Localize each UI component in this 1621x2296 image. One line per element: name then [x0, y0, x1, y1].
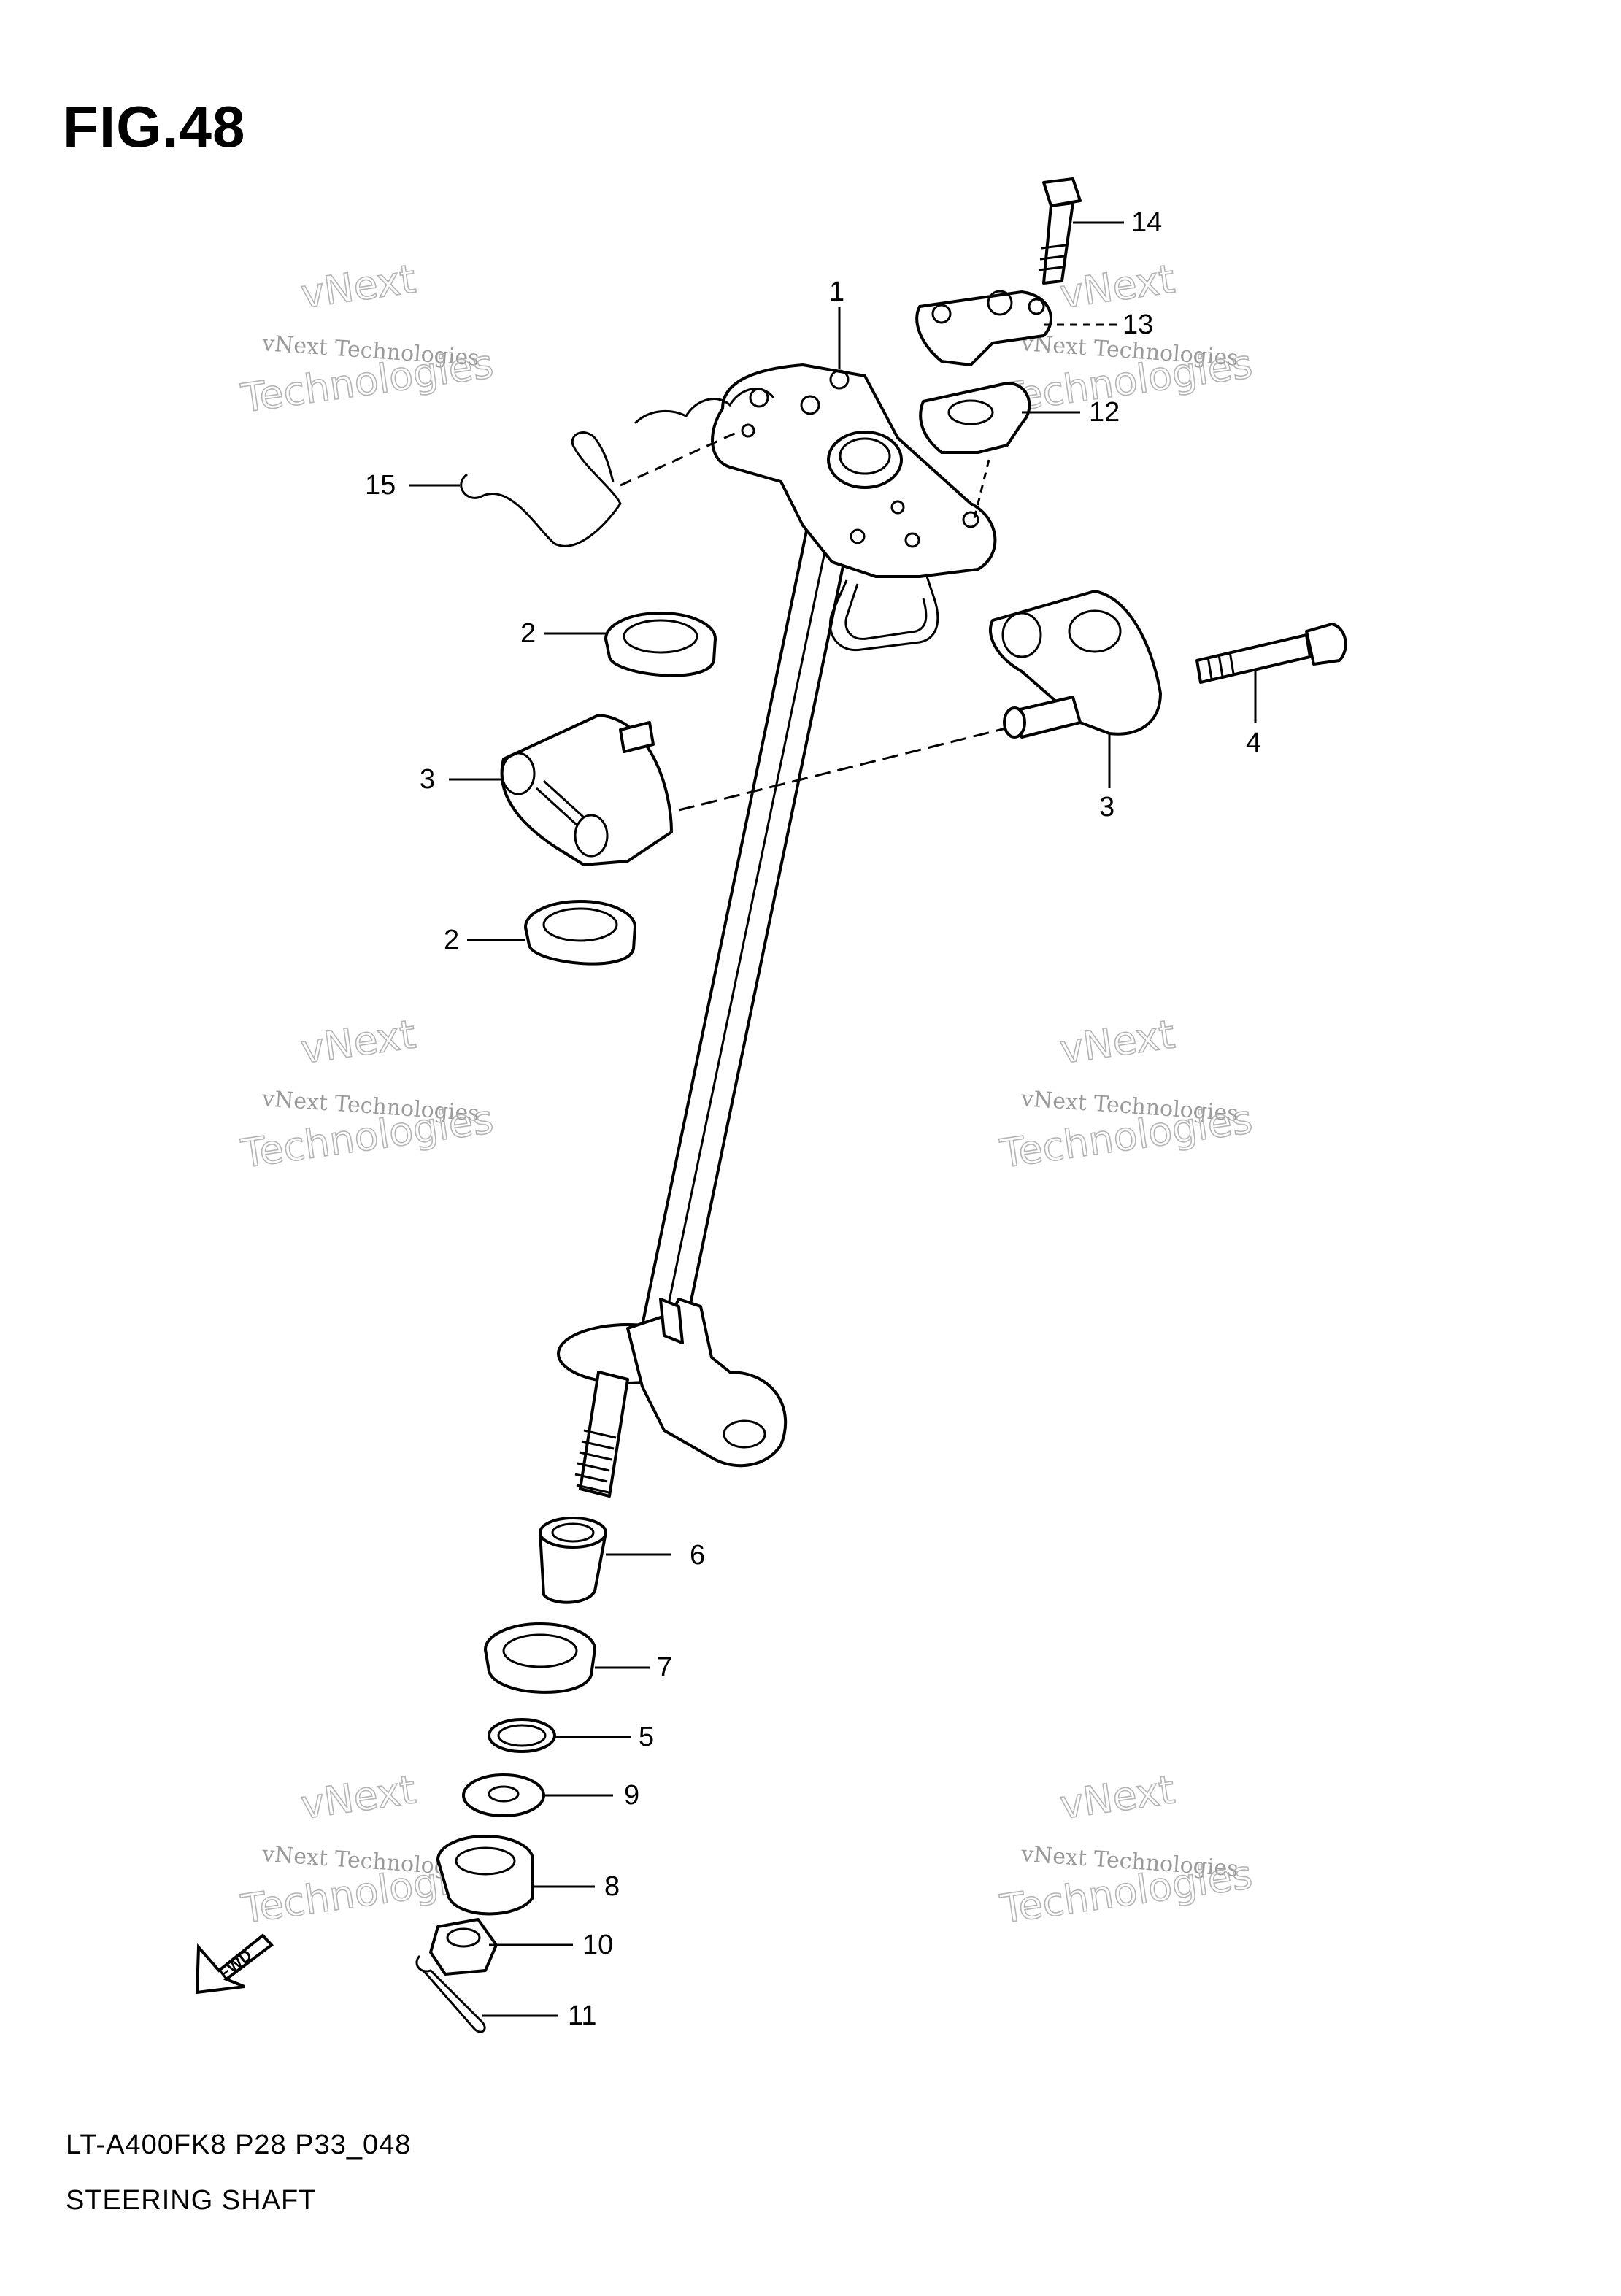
watermark-group: vNext vNext Technologies Technologies vN… — [238, 255, 1256, 1933]
part-5-o-ring — [488, 1718, 556, 1753]
callout-8: 8 — [604, 1871, 620, 1902]
part-15-clip — [460, 388, 775, 547]
part-4-bolt — [1195, 623, 1347, 684]
part-13-upper-clamp — [915, 290, 1052, 366]
part-10-nut — [429, 1918, 498, 1976]
callout-2-upper: 2 — [520, 618, 536, 649]
part-1-steering-shaft — [557, 363, 997, 1498]
footer-part-group: STEERING SHAFT — [66, 2185, 317, 2216]
part-11-cotter-pin — [415, 1954, 486, 2033]
figure-title: FIG.48 — [63, 94, 246, 159]
callout-13: 13 — [1123, 309, 1153, 340]
watermark-vnext: vNext — [298, 1011, 418, 1072]
callout-12: 12 — [1089, 397, 1120, 428]
part-2-bushing-upper — [604, 612, 717, 677]
callout-3-right: 3 — [1099, 792, 1114, 823]
callout-7: 7 — [657, 1652, 672, 1683]
callout-1: 1 — [829, 277, 844, 307]
callout-4: 4 — [1246, 728, 1261, 758]
part-7-seal — [484, 1622, 596, 1694]
callout-5: 5 — [639, 1722, 654, 1752]
footer-model-code: LT-A400FK8 P28 P33_048 — [66, 2130, 412, 2160]
part-8-dust-seal — [436, 1835, 534, 1916]
bolt-4-thread-lines — [1206, 651, 1235, 679]
callout-14: 14 — [1131, 207, 1162, 238]
callout-3-left: 3 — [420, 764, 435, 795]
watermark-vnext: vNext — [298, 255, 418, 317]
callout-2-lower: 2 — [444, 925, 459, 955]
watermark-vnext: vNext — [1057, 1011, 1177, 1072]
part-9-washer — [462, 1773, 545, 1817]
part-3-holder-right — [988, 590, 1162, 739]
thread-lines — [574, 1429, 617, 1494]
part-14-bolt — [1038, 177, 1082, 285]
part-2-bushing-lower — [524, 900, 636, 966]
watermark-vnext: vNext — [1057, 255, 1177, 317]
callout-leaders — [409, 221, 1257, 2017]
callout-6: 6 — [690, 1540, 705, 1571]
callout-9: 9 — [624, 1780, 639, 1811]
watermark-vnext: vNext — [1057, 1766, 1177, 1827]
callout-10: 10 — [582, 1930, 613, 1960]
callout-numbers: 1 2 2 3 3 4 5 6 7 8 9 10 11 12 13 14 15 — [365, 207, 1261, 2031]
part-12-lower-clamp — [919, 382, 1031, 519]
callout-11: 11 — [568, 2000, 596, 2031]
callout-15: 15 — [365, 470, 396, 501]
part-6-collar — [539, 1517, 607, 1604]
watermark-vnext: vNext — [298, 1766, 418, 1827]
part-3-holder-left — [500, 714, 1015, 866]
bolt-14-thread-lines — [1038, 244, 1066, 271]
fwd-arrow-icon: FWD — [195, 1933, 274, 1995]
